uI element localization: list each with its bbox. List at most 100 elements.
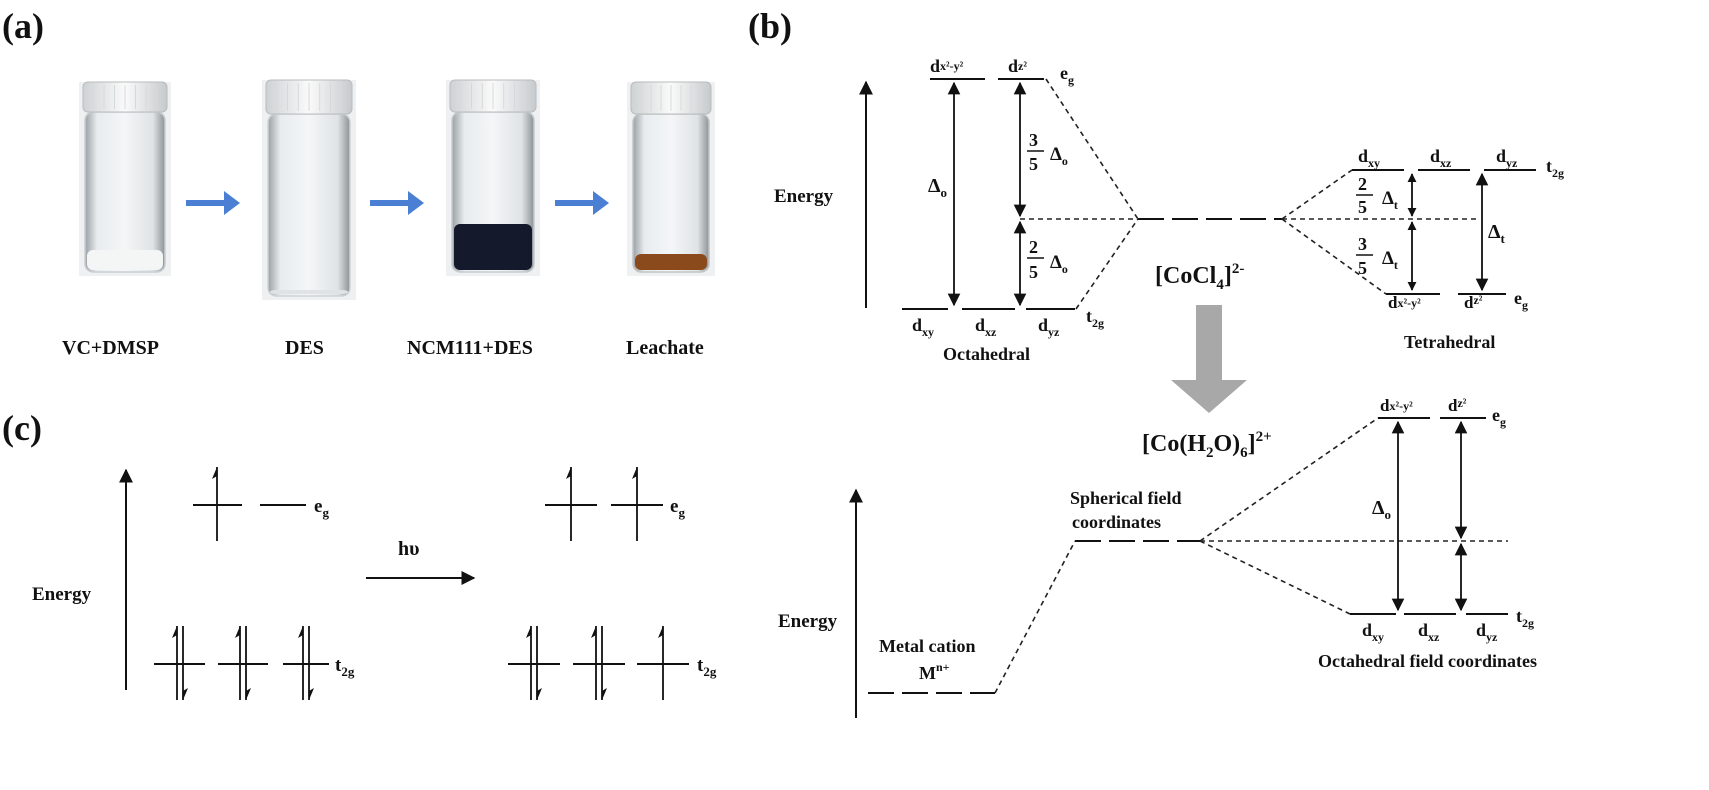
- connector-spherical: [994, 540, 1076, 694]
- delta-o-label-upper: Δo: [1050, 144, 1068, 168]
- excited-t2g-label: t2g: [697, 655, 717, 679]
- label-b-t2g: t2g: [1516, 606, 1534, 630]
- connector-tet-t2: [1281, 169, 1353, 220]
- excited-state-electrons: [526, 467, 664, 700]
- vial-glass: [267, 113, 351, 297]
- tetrahedral-title: Tetrahedral: [1404, 332, 1495, 352]
- co-h2o6-label: [Co(H2O)6]2+: [1142, 429, 1272, 461]
- spin-up-head: [298, 626, 303, 638]
- spherical-field-label-1: Spherical field: [1070, 488, 1182, 508]
- octahedral-field-diagram: [Co(H2O)6]2+ Energy Metal cation Mn+ Sph…: [778, 396, 1537, 718]
- frac-3-5-numerator: 3: [1029, 130, 1038, 150]
- label-b-dxz: dxz: [1418, 620, 1440, 644]
- vial-label: Leachate: [626, 337, 704, 359]
- label-tet-dxz: dxz: [1430, 146, 1452, 170]
- label-b-dxy: dxy: [1362, 620, 1384, 644]
- spherical-field-label-2: coordinates: [1072, 512, 1161, 532]
- label-tet-t2g: t2g: [1546, 156, 1564, 180]
- spin-down-head: [537, 688, 542, 700]
- connector-bottom-t2g: [1199, 540, 1351, 615]
- delta-o-label: Δo: [928, 175, 947, 200]
- label-b-eg: eg: [1492, 405, 1506, 429]
- vial-glass: [632, 113, 710, 273]
- label-tet-dyz: dyz: [1496, 146, 1518, 170]
- label-b-dx2y2: dx²-y²: [1380, 396, 1413, 415]
- label-tet-dxy: dxy: [1358, 146, 1380, 170]
- delta-o-label-lower-panel: Δo: [1372, 497, 1391, 522]
- excited-eg-label: eg: [670, 496, 685, 520]
- connector-eg: [1045, 78, 1139, 220]
- spin-up-head: [526, 626, 531, 638]
- spin-down-head: [602, 688, 607, 700]
- connector-tet-e: [1281, 218, 1387, 295]
- metal-cation-label: Metal cation: [879, 636, 975, 656]
- label-oct-dx2y2: dx²-y²: [930, 56, 964, 76]
- vial-1: VC+DMSP: [62, 81, 171, 359]
- octahedral-title: Octahedral: [943, 344, 1030, 364]
- label-oct-dz2: dz²: [1008, 56, 1027, 76]
- vial-4: Leachate: [626, 81, 715, 359]
- ground-eg-label: eg: [314, 496, 329, 520]
- transition-down-arrow: [1171, 305, 1247, 413]
- cocl4-label: [CoCl4]2-: [1155, 261, 1244, 293]
- frac-2-5-numerator: 2: [1029, 237, 1038, 257]
- spin-up-head: [591, 626, 596, 638]
- label-oct-eg: eg: [1060, 63, 1074, 87]
- energy-label: Energy: [774, 186, 834, 207]
- frac-3-5-t-den: 5: [1358, 258, 1367, 278]
- frac-2-5-t-den: 5: [1358, 197, 1367, 217]
- vial-liquid: [87, 250, 163, 270]
- vial-label: VC+DMSP: [62, 337, 159, 359]
- metal-symbol: Mn+: [919, 660, 950, 683]
- spin-up-head: [172, 626, 177, 638]
- label-b-dz2: dz²: [1448, 396, 1467, 415]
- tetrahedral-splitting-diagram: Energy dx²-y² dz² eg dxy dxz dyz t2g Oct…: [774, 56, 1564, 364]
- vial-glass: [84, 111, 166, 273]
- energy-label-lower: Energy: [778, 611, 838, 632]
- vial-liquid: [635, 254, 707, 270]
- spin-up-head: [658, 626, 663, 638]
- vial-2: DES: [262, 79, 356, 359]
- vial-liquid: [454, 224, 532, 270]
- vial-label: NCM111+DES: [407, 337, 533, 359]
- spin-up-head: [212, 467, 217, 479]
- panel-label-c: (c): [2, 408, 42, 448]
- process-arrow-head: [224, 191, 240, 215]
- label-tet-dx2y2: dx²-y²: [1388, 293, 1421, 312]
- panel-label-a: (a): [2, 6, 44, 46]
- label-oct-dxz: dxz: [975, 315, 997, 339]
- label-tet-dz2: dz²: [1464, 293, 1483, 312]
- energy-label-c: Energy: [32, 584, 92, 605]
- delta-t-label: Δt: [1488, 221, 1506, 246]
- spin-down-head: [309, 688, 314, 700]
- ground-state-electrons: [172, 467, 314, 700]
- delta-o-label-lower: Δo: [1050, 252, 1068, 276]
- delta-t-upper: Δt: [1382, 188, 1398, 212]
- spin-down-head: [246, 688, 251, 700]
- spin-up-head: [632, 467, 637, 479]
- vial-liquid: [270, 290, 348, 294]
- panel-label-b: (b): [748, 6, 792, 46]
- connector-bottom-eg: [1199, 417, 1379, 542]
- light-label: hυ: [398, 538, 420, 560]
- vial-photo-strip: VC+DMSP DES NCM111+DES Leachate: [62, 79, 715, 359]
- process-arrow-head: [593, 191, 609, 215]
- frac-2-5-t-num: 2: [1358, 174, 1367, 194]
- d-d-transition-diagram: Energy eg t2g hυ eg t2g: [32, 467, 717, 700]
- connector-t2g: [1075, 218, 1139, 310]
- spin-up-head: [235, 626, 240, 638]
- label-oct-dxy: dxy: [912, 315, 934, 339]
- vial-3: NCM111+DES: [407, 79, 540, 359]
- delta-t-lower: Δt: [1382, 248, 1398, 272]
- ground-t2g-label: t2g: [335, 655, 355, 679]
- spin-up-head: [566, 467, 571, 479]
- label-oct-dyz: dyz: [1038, 315, 1060, 339]
- label-tet-eg: eg: [1514, 288, 1528, 312]
- frac-3-5-denominator: 5: [1029, 154, 1038, 174]
- label-oct-t2g: t2g: [1086, 306, 1104, 330]
- octahedral-field-title: Octahedral field coordinates: [1318, 651, 1537, 671]
- process-arrow-head: [408, 191, 424, 215]
- label-b-dyz: dyz: [1476, 620, 1498, 644]
- frac-3-5-t-num: 3: [1358, 234, 1367, 254]
